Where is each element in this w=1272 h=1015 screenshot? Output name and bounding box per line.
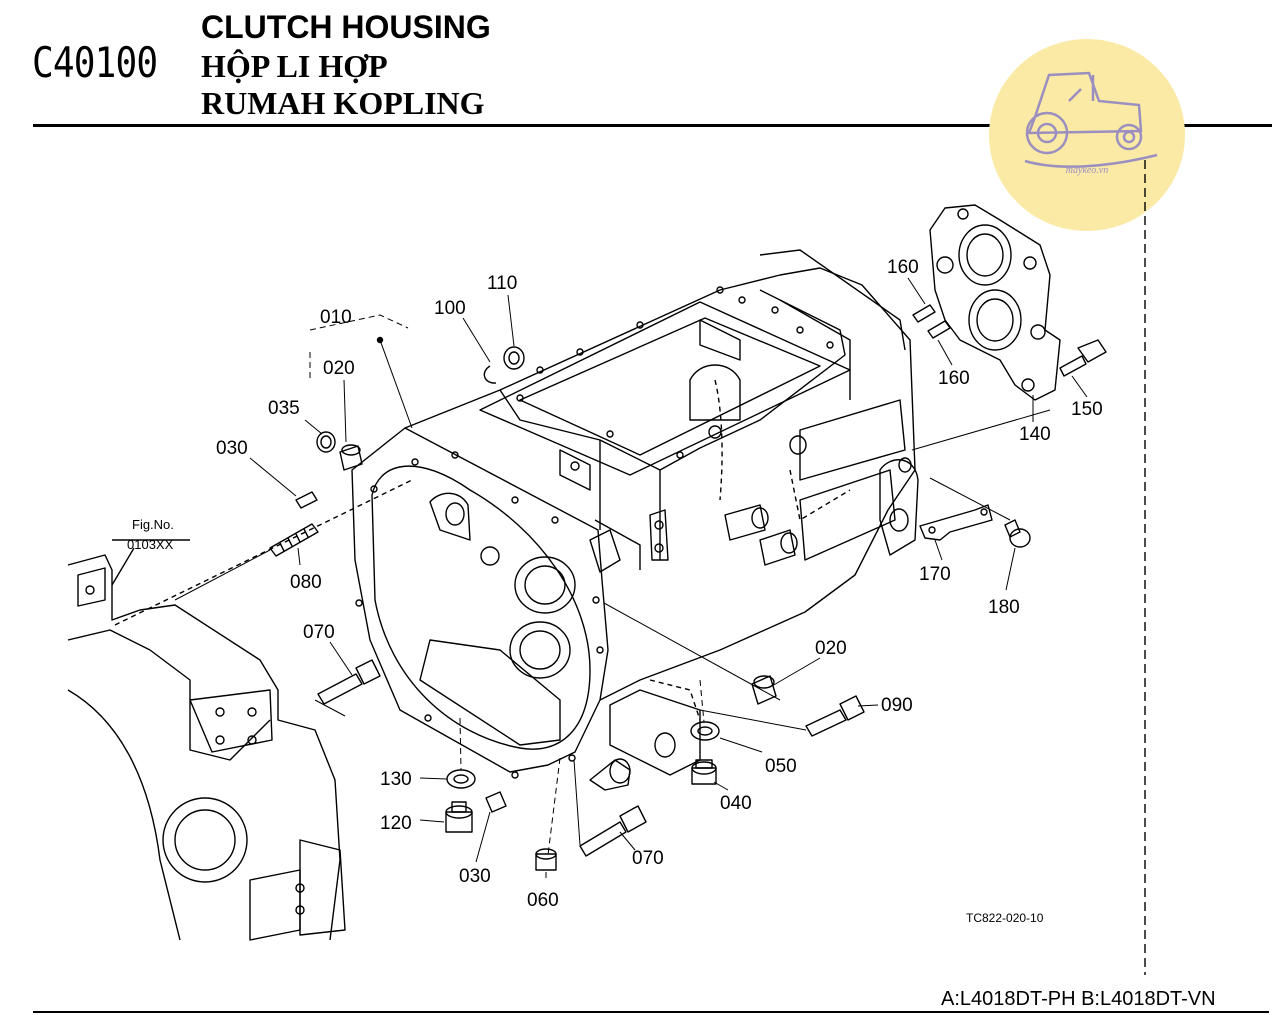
callout-060: 060 (527, 890, 559, 911)
callout-110: 110 (487, 273, 517, 294)
washer-130 (446, 769, 476, 789)
pin-030-lower (485, 791, 507, 813)
stud-080 (269, 523, 319, 557)
callout-180: 180 (988, 597, 1020, 618)
bracket-170 (919, 504, 993, 541)
bolt-180 (1004, 519, 1031, 548)
ring-100 (483, 365, 497, 384)
callout-120: 120 (380, 813, 412, 834)
figure-ref-line2: 0103XX (127, 537, 174, 552)
callout-020-lower: 020 (815, 638, 847, 659)
dowel-160-a (912, 304, 936, 323)
callout-160-upper: 160 (887, 257, 919, 278)
sleeve-035 (316, 431, 336, 453)
plug-120 (445, 801, 473, 833)
leader-lines (174, 277, 1088, 878)
callout-090: 090 (881, 695, 913, 716)
callout-035: 035 (268, 398, 300, 419)
cap-060 (535, 848, 557, 871)
bushing-020-upper (339, 444, 363, 471)
callout-050: 050 (765, 756, 797, 777)
collar-110 (503, 346, 525, 370)
bolt-070-left (317, 659, 381, 705)
footer-rule (33, 1011, 1269, 1013)
catalog-code: C40100 (32, 38, 158, 87)
callout-130: 130 (380, 769, 412, 790)
housing-main-body (404, 249, 919, 791)
bushing-020-lower (751, 675, 777, 705)
callout-080: 080 (290, 572, 322, 593)
washer-050 (690, 721, 720, 741)
callout-010: 010 (320, 307, 352, 328)
plug-040 (691, 759, 717, 785)
callout-150: 150 (1071, 399, 1103, 420)
logo-text: maykeo.vn (1065, 165, 1109, 176)
engine-block-outline (67, 554, 346, 941)
title-vietnamese: HỘP LI HỢP (201, 48, 388, 84)
title-malay: RUMAH KOPLING (201, 85, 485, 121)
bolt-150 (1059, 339, 1107, 377)
callout-160-lower: 160 (938, 368, 970, 389)
callout-170: 170 (919, 564, 951, 585)
bolt-070-right (579, 805, 647, 857)
watermark-logo: maykeo.vn (989, 39, 1185, 231)
pin-030-upper (295, 491, 318, 509)
callout-100: 100 (434, 298, 466, 319)
callout-030-upper: 030 (216, 438, 248, 459)
callout-070-left: 070 (303, 622, 335, 643)
tractor-icon (1024, 71, 1158, 168)
bearing-cover-plate (929, 204, 1061, 401)
clutch-housing-bell (351, 427, 609, 779)
header-rule (33, 124, 1272, 127)
callout-030-lower: 030 (459, 866, 491, 887)
callout-140: 140 (1019, 424, 1051, 445)
callout-040: 040 (720, 793, 752, 814)
title-english: CLUTCH HOUSING (201, 9, 491, 45)
model-list: A:L4018DT-PH B:L4018DT-VN (941, 988, 1216, 1010)
bolt-090 (805, 695, 865, 737)
figure-ref-line1: Fig.No. (132, 517, 174, 532)
drawing-reference: TC822-020-10 (966, 911, 1044, 925)
dowel-160-b (927, 320, 951, 339)
callout-070-right: 070 (632, 848, 664, 869)
callout-020-upper: 020 (323, 358, 355, 379)
